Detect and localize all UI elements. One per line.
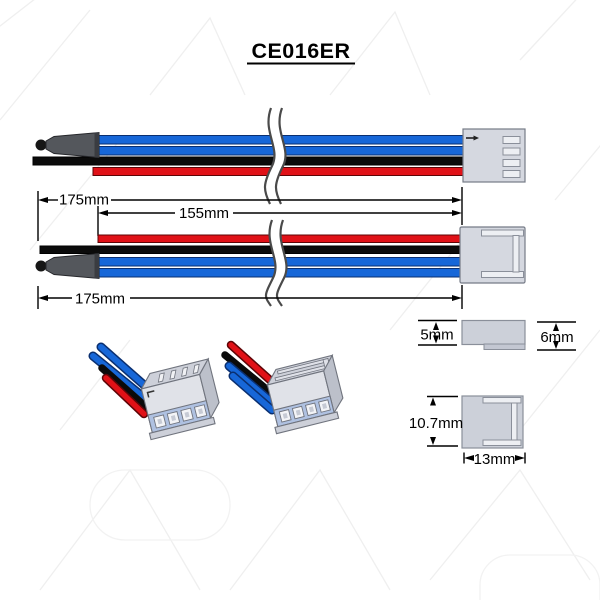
dim-arrow-right-icon <box>452 210 462 216</box>
top-slot-1 <box>157 372 165 383</box>
housing-base <box>274 411 340 435</box>
wire-red <box>103 375 147 417</box>
dim-label-10-7mm: 10.7mm <box>409 415 463 432</box>
connector-slot-3 <box>502 159 521 167</box>
dim-label-13mm: 13mm <box>474 451 516 468</box>
dim-latch-height: 10.7mm <box>409 395 463 447</box>
thermistor-probe-bottom <box>35 252 100 280</box>
dim-arrow-right-icon <box>515 455 525 461</box>
probe-end-band <box>94 253 99 279</box>
dim-arrow-up-icon <box>553 323 559 331</box>
break-symbol-bottom <box>264 218 288 310</box>
iso-receptacle-connector <box>88 342 220 441</box>
latch-top-rail <box>482 397 522 404</box>
probe-end-band <box>94 132 99 158</box>
connector-housing <box>459 226 526 284</box>
dim-label-top-total: 175mm <box>59 192 109 209</box>
probe-body <box>45 131 100 159</box>
page-title: CE016ER <box>251 39 350 63</box>
dim-overall-height: 6mm <box>537 321 576 351</box>
iso-housing <box>266 353 344 435</box>
latch-bottom-rail <box>482 439 522 446</box>
connector-slot-4 <box>502 170 521 178</box>
wire-black <box>32 156 464 166</box>
dim-latch-width: 13mm <box>463 451 526 468</box>
dim-arrow-up-icon <box>430 397 436 406</box>
dim-arrow-up-icon <box>433 322 439 330</box>
dim-top-red-wire-length: 155mm <box>97 205 462 236</box>
dim-arrow-down-icon <box>553 341 559 349</box>
housing-base <box>148 416 216 441</box>
dim-arrow-left-icon <box>38 197 48 203</box>
top-slot-3 <box>181 366 189 377</box>
wire-blue-2 <box>230 373 275 413</box>
dim-top-total-length: 175mm <box>37 187 463 241</box>
dim-label-bottom-total: 175mm <box>75 291 125 308</box>
receptacle-profile-body <box>461 319 526 346</box>
assembly-top <box>32 106 526 207</box>
dim-label-5mm: 5mm <box>420 327 453 344</box>
connector-receptacle-top <box>462 128 526 183</box>
dim-arrow-right-icon <box>452 295 462 301</box>
iso-latch-connector <box>221 340 344 435</box>
dim-arrow-right-icon <box>452 197 462 203</box>
pin1-mark-arrow-icon <box>473 135 479 141</box>
detail-receptacle-profile: 5mm 6mm <box>418 319 576 351</box>
iso-wires <box>88 342 157 419</box>
iso-housing <box>140 357 220 441</box>
latch-top-rail <box>481 229 524 237</box>
connector-latch-bottom <box>459 226 526 284</box>
assembly-bottom <box>35 218 526 310</box>
latch-end-bar <box>512 235 520 273</box>
break-symbol-top <box>263 106 287 207</box>
dim-bottom-total-length: 175mm <box>37 285 463 309</box>
dim-arrow-left-icon <box>38 295 48 301</box>
dim-arrow-left-icon <box>464 455 474 461</box>
thermistor-probe-top <box>35 131 100 159</box>
detail-latch-profile: 10.7mm 13mm <box>409 395 526 468</box>
latch-end-bar <box>511 402 518 441</box>
wire-blue-2 <box>90 353 150 403</box>
wire-blue-1 <box>226 363 277 407</box>
pin1-mark <box>146 390 155 398</box>
top-slot-2 <box>169 369 177 380</box>
dim-body-height: 5mm <box>418 319 457 346</box>
probe-tip-bead <box>35 260 47 272</box>
wire-black <box>39 245 464 254</box>
latch-bottom-rail <box>481 271 524 278</box>
dim-arrow-left-icon <box>98 210 108 216</box>
dim-label-red-wire: 155mm <box>179 205 229 222</box>
wire-black <box>221 351 280 401</box>
wire-black <box>98 364 150 411</box>
receptacle-profile-step <box>483 343 526 350</box>
connector-slot-2 <box>502 147 521 156</box>
probe-body <box>45 252 100 280</box>
dim-label-6mm: 6mm <box>540 329 573 346</box>
dim-arrow-down-icon <box>430 437 436 445</box>
iso-wires <box>221 340 285 415</box>
top-slot-4 <box>192 363 200 374</box>
probe-tip-bead <box>35 139 47 151</box>
dim-arrow-down-icon <box>433 335 439 344</box>
connector-slot-1 <box>502 136 521 144</box>
